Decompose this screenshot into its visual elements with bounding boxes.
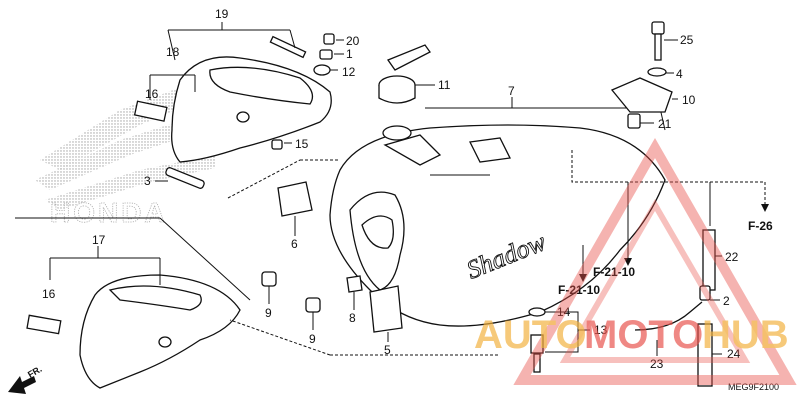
- dashed-leader: [227, 159, 500, 356]
- callout-24: 24: [727, 347, 741, 361]
- callout-16-lower: 16: [42, 287, 56, 301]
- watermark-auto: AUTO: [474, 313, 587, 357]
- front-direction-arrow: [8, 376, 36, 394]
- ref-f21-10-lower: F-21-10: [558, 283, 600, 297]
- fr-arrow-label: FR.: [26, 364, 44, 380]
- callout-15: 15: [295, 137, 309, 151]
- ref-f21-10-upper: F-21-10: [593, 265, 635, 279]
- arrow-head: [761, 204, 769, 212]
- leader-line: [640, 39, 678, 124]
- pad-5: [369, 285, 403, 333]
- callout-13: 13: [594, 323, 608, 337]
- leader-line: [545, 311, 590, 353]
- pad-6: [277, 181, 313, 217]
- watermark-moto: MOTO: [584, 313, 703, 357]
- small-fasteners: [271, 33, 335, 150]
- ref-f26: F-26: [748, 219, 773, 233]
- callout-2: 2: [723, 294, 730, 308]
- watermark: AUTO MOTO HUB: [474, 137, 797, 385]
- callout-17: 17: [92, 233, 106, 247]
- diagram-code: MEG9F2100: [728, 382, 779, 392]
- callout-1: 1: [346, 47, 353, 61]
- mounting-hardware: [610, 21, 673, 129]
- leader-line: [268, 286, 314, 330]
- callout-19: 19: [215, 7, 229, 21]
- callout-23: 23: [650, 357, 664, 371]
- callout-22: 22: [725, 250, 739, 264]
- callout-9-second: 9: [309, 332, 316, 346]
- callout-18: 18: [166, 45, 180, 59]
- honda-logo-text: HONDA: [50, 197, 168, 228]
- callout-21: 21: [658, 117, 672, 131]
- callout-25: 25: [680, 33, 694, 47]
- trim-strip: [165, 167, 205, 189]
- fuel-hoses: [634, 229, 716, 387]
- ref-leader: [571, 150, 766, 205]
- callout-5: 5: [384, 343, 391, 357]
- ref-leader: [582, 182, 711, 278]
- sensor-assembly: [528, 307, 546, 373]
- leader-line: [49, 246, 161, 285]
- callout-3: 3: [144, 174, 151, 188]
- fuel-cap: [378, 44, 431, 141]
- callout-20: 20: [346, 34, 360, 48]
- callout-14: 14: [557, 305, 571, 319]
- callout-7: 7: [508, 84, 515, 98]
- callout-12: 12: [342, 65, 356, 79]
- leader-line: [149, 74, 196, 100]
- lower-cover: [26, 274, 241, 389]
- callout-8: 8: [349, 311, 356, 325]
- leader-line: [284, 39, 344, 144]
- watermark-hub: HUB: [702, 313, 789, 357]
- callout-9: 9: [265, 306, 272, 320]
- arrow-head: [624, 258, 632, 266]
- callout-10: 10: [682, 93, 696, 107]
- callout-16: 16: [145, 87, 159, 101]
- leader-line: [710, 255, 722, 355]
- callout-11: 11: [438, 78, 451, 92]
- arrow-head: [579, 274, 587, 282]
- leader-line: [294, 216, 389, 342]
- leader-line: [167, 29, 296, 61]
- upper-tank-cover: [133, 35, 332, 163]
- callout-4: 4: [676, 67, 683, 81]
- pad-8: [346, 275, 363, 293]
- leader-line: [168, 22, 290, 31]
- divider-line: [159, 217, 251, 301]
- callout-6: 6: [291, 237, 298, 251]
